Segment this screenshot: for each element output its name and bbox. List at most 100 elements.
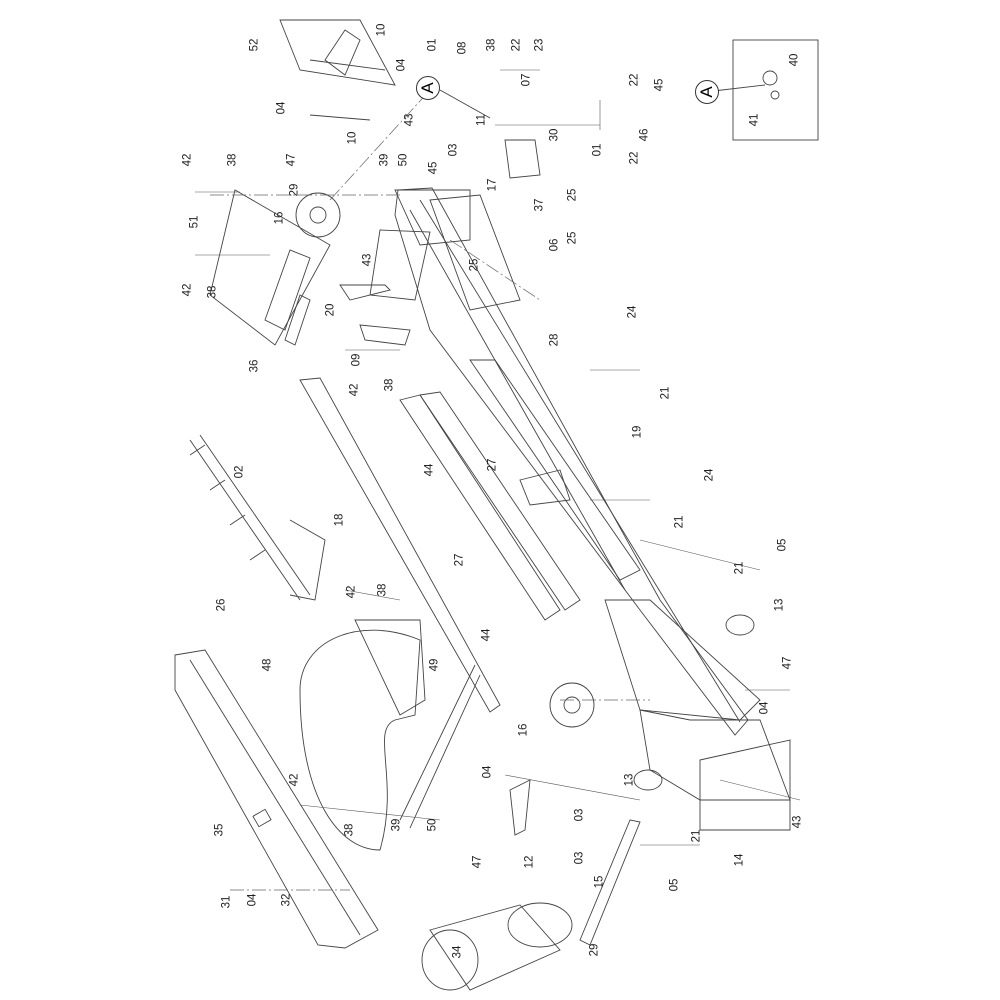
shaft-15	[579, 819, 641, 946]
part-callout: 26	[215, 598, 228, 612]
part-callout: 16	[273, 211, 286, 225]
part-callout: 22	[510, 38, 523, 52]
part-callout: 49	[428, 658, 441, 672]
part-callout: 29	[588, 943, 601, 957]
part-callout: 10	[375, 23, 388, 37]
part-callout: 38	[343, 823, 356, 837]
part-callout: 27	[486, 458, 499, 472]
part-callout: 23	[533, 38, 546, 52]
arm-49	[399, 664, 476, 821]
part-callout: 50	[426, 818, 439, 832]
part-callout: 47	[285, 153, 298, 167]
plate-14	[699, 739, 791, 831]
part-callout: 38	[485, 38, 498, 52]
part-callout: 25	[468, 258, 481, 272]
part-callout: 01	[426, 38, 439, 52]
sprocket-16-top	[295, 192, 341, 238]
part-callout: 21	[733, 561, 746, 575]
part-callout: 42	[288, 773, 301, 787]
part-callout: 25	[566, 188, 579, 202]
part-callout: 50	[397, 153, 410, 167]
label-plate-35	[252, 808, 272, 828]
part-callout: 28	[548, 333, 561, 347]
part-callout: 51	[188, 215, 201, 229]
part-callout: 22	[628, 151, 641, 165]
part-callout: 37	[533, 198, 546, 212]
part-callout: 03	[573, 851, 586, 865]
part-callout: 46	[638, 128, 651, 142]
part-callout: 05	[668, 878, 681, 892]
part-callout: 03	[573, 808, 586, 822]
part-callout: 40	[788, 53, 801, 67]
part-callout: 41	[748, 113, 761, 127]
part-callout: 31	[220, 895, 233, 909]
part-callout: 21	[673, 515, 686, 529]
part-callout: 47	[781, 656, 794, 670]
plate-12	[509, 779, 531, 836]
part-callout: 42	[181, 153, 194, 167]
part-callout: 14	[733, 853, 746, 867]
guard-48	[299, 629, 421, 851]
part-callout: 15	[593, 875, 606, 889]
part-callout: 04	[246, 893, 259, 907]
part-callout: 04	[758, 701, 771, 715]
part-callout: 18	[333, 513, 346, 527]
detail-box-a	[732, 39, 819, 141]
bearing-13-bottom	[633, 769, 663, 791]
chute-26	[174, 649, 379, 949]
main-beam	[394, 187, 749, 736]
part-callout: 16	[517, 723, 530, 737]
guard-plate-51	[209, 189, 331, 346]
motor-34	[421, 902, 573, 991]
part-callout: 45	[653, 78, 666, 92]
bracket-36	[264, 249, 311, 331]
part-callout: 52	[248, 38, 261, 52]
part-callout: 36	[248, 359, 261, 373]
part-callout: 43	[403, 113, 416, 127]
part-callout: 43	[791, 815, 804, 829]
part-callout: 13	[623, 773, 636, 787]
part-callout: 45	[427, 161, 440, 175]
part-callout: 22	[628, 73, 641, 87]
part-callout: 19	[631, 425, 644, 439]
part-callout: 09	[350, 353, 363, 367]
chain-02	[189, 434, 326, 601]
drive-frame	[604, 599, 791, 831]
detail-callout-a: A	[416, 76, 440, 100]
part-callout: 38	[376, 583, 389, 597]
bracket-09	[359, 324, 411, 346]
part-callout: 39	[390, 818, 403, 832]
part-callout: 17	[486, 178, 499, 192]
part-callout: 42	[348, 383, 361, 397]
part-callout: 06	[548, 238, 561, 252]
part-callout: 44	[423, 463, 436, 477]
part-callout: 29	[288, 183, 301, 197]
part-callout: 27	[453, 553, 466, 567]
part-callout: 05	[776, 538, 789, 552]
part-callout: 35	[213, 823, 226, 837]
part-callout: 11	[475, 114, 488, 126]
part-callout: 24	[626, 305, 639, 319]
part-callout: 30	[548, 128, 561, 142]
bracket-20	[339, 284, 391, 301]
part-callout: 07	[520, 73, 533, 87]
part-callout: 32	[280, 893, 293, 907]
part-callout: 04	[395, 58, 408, 72]
part-callout: 20	[324, 303, 337, 317]
part-callout: 13	[773, 598, 786, 612]
part-callout: 12	[523, 855, 536, 869]
sprocket-16-bottom	[549, 682, 595, 728]
top-frame	[279, 19, 541, 311]
bearing-13-top	[725, 614, 755, 636]
part-callout: 44	[480, 628, 493, 642]
part-callout: 10	[346, 131, 359, 145]
part-callout: 02	[233, 465, 246, 479]
part-callout: 43	[361, 253, 374, 267]
part-callout: 34	[451, 945, 464, 959]
part-callout: 08	[456, 41, 469, 55]
rails-27	[399, 359, 641, 621]
part-callout: 39	[378, 153, 391, 167]
bar-18	[299, 377, 501, 713]
